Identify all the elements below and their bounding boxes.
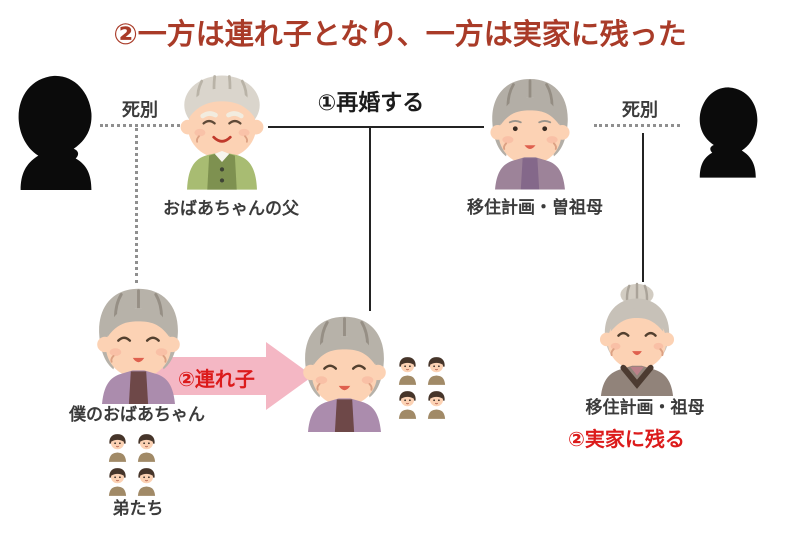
boy-icon bbox=[136, 467, 157, 496]
my-grandmother-label: 僕のおばあちゃん bbox=[69, 405, 205, 425]
center-descent-line bbox=[369, 127, 371, 311]
right-separation-label: 死別 bbox=[622, 100, 658, 121]
boy-icon bbox=[426, 356, 447, 385]
boy-icon bbox=[397, 356, 418, 385]
great-grandmother-label: 移住計画・曽祖母 bbox=[467, 198, 603, 218]
stepchild-arrow-label: ②連れ子 bbox=[178, 367, 255, 391]
boy-icon bbox=[397, 390, 418, 419]
page-title: ②一方は連れ子となり、一方は実家に残った bbox=[113, 17, 687, 51]
boy-icon bbox=[107, 467, 128, 496]
remarriage-label: ①再婚する bbox=[317, 91, 425, 116]
deceased-person-silhouette-left-icon bbox=[12, 72, 102, 190]
grandmother-icon bbox=[590, 281, 684, 396]
brothers-label: 弟たち bbox=[112, 499, 164, 519]
my-grandmother-after-move-icon bbox=[296, 311, 393, 432]
father-label: おばあちゃんの父 bbox=[163, 199, 299, 219]
my-grandmother-icon bbox=[90, 283, 187, 404]
left-separation-dotted-line bbox=[100, 124, 180, 127]
brothers-group-left bbox=[107, 433, 157, 496]
left-separation-label: 死別 bbox=[122, 100, 158, 121]
right-descent-line bbox=[642, 133, 644, 282]
boy-icon bbox=[426, 390, 447, 419]
boy-icon bbox=[136, 433, 157, 462]
right-separation-dotted-line bbox=[594, 124, 680, 127]
marriage-line bbox=[268, 126, 484, 128]
stays-home-label: ②実家に残る bbox=[568, 427, 685, 451]
grandmother-label: 移住計画・祖母 bbox=[585, 398, 705, 418]
great-grandmother-icon bbox=[484, 69, 576, 194]
elderly-man-icon bbox=[176, 66, 268, 190]
brothers-group-center bbox=[397, 356, 447, 419]
left-descent-dotted-line bbox=[135, 128, 138, 283]
deceased-person-silhouette-right-icon bbox=[692, 74, 762, 188]
boy-icon bbox=[107, 433, 128, 462]
